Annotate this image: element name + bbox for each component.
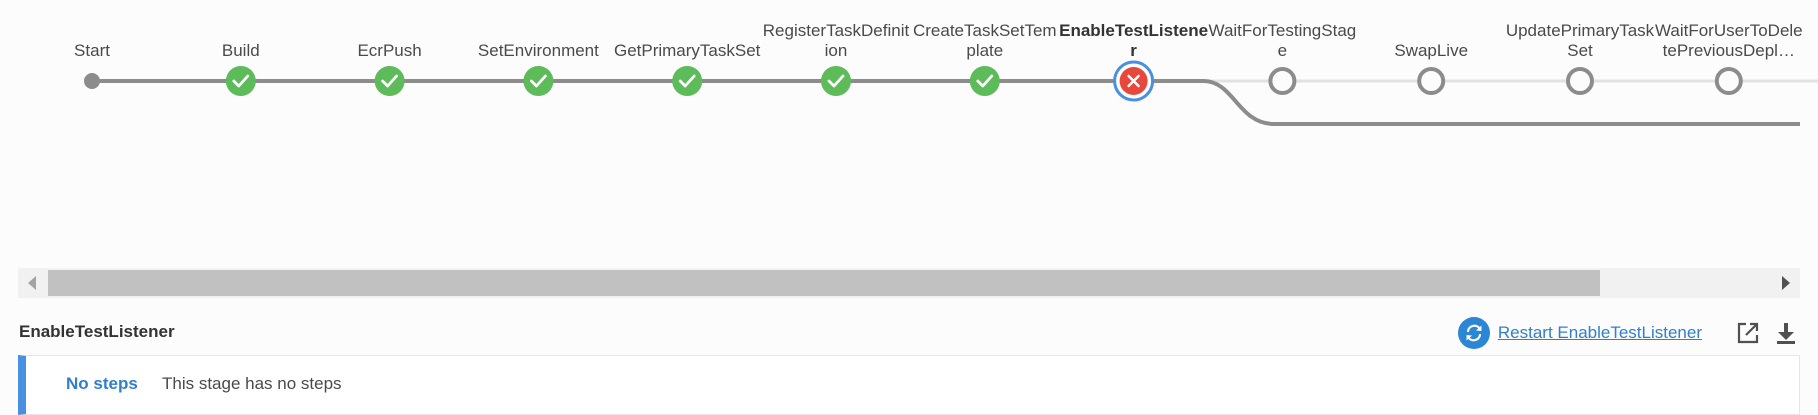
- check-icon: [678, 74, 696, 88]
- download-icon[interactable]: [1772, 319, 1800, 347]
- stage-node-updateprimarytaskset[interactable]: [1566, 67, 1594, 95]
- stage-node-setenvironment[interactable]: [523, 66, 554, 96]
- stage-steps-panel: No steps This stage has no steps: [18, 355, 1800, 415]
- branch-track: [1133, 79, 1800, 126]
- stage-node-enabletestlistener[interactable]: [1113, 60, 1155, 102]
- stage-label-delete[interactable]: Dele: [1803, 41, 1818, 61]
- stage-node-createtasksettemplate[interactable]: [969, 66, 1000, 96]
- scrollbar-thumb[interactable]: [48, 270, 1600, 296]
- pipeline-graph: Start Build EcrPush SetEnvironment GetPrimar…: [74, 21, 1818, 126]
- stage-node-build[interactable]: [225, 66, 256, 96]
- stage-node-start[interactable]: [84, 73, 100, 89]
- check-icon: [976, 74, 994, 88]
- stage-node-ecrpush[interactable]: [374, 66, 405, 96]
- stage-label-enabletestlistener[interactable]: EnableTestListener: [1059, 21, 1209, 60]
- check-icon: [530, 74, 547, 88]
- stage-node-swaplive[interactable]: [1417, 67, 1446, 95]
- stage-node-registertaskdefinition[interactable]: [821, 66, 851, 96]
- stage-label-ecrpush[interactable]: EcrPush: [357, 41, 422, 60]
- check-icon: [381, 74, 398, 88]
- stage-label-waitforusertodeletepreviousdeployment[interactable]: WaitForUserToDeletePreviousDepl…: [1654, 21, 1803, 60]
- stage-node-getprimarytaskset[interactable]: [672, 66, 703, 96]
- stage-label-waitfortestingstage[interactable]: WaitForTestingStage: [1208, 21, 1357, 60]
- stage-actions: Restart EnableTestListener: [1457, 316, 1800, 350]
- stage-detail-title: EnableTestListener: [19, 322, 175, 341]
- stage-label-start[interactable]: Start: [74, 41, 110, 60]
- scroll-right-arrow-icon[interactable]: [1770, 268, 1800, 298]
- open-external-icon[interactable]: [1734, 319, 1762, 347]
- stage-label-getprimarytaskset[interactable]: GetPrimaryTaskSet: [613, 41, 761, 60]
- stage-label-createtasksettemplate[interactable]: CreateTaskSetTemplate: [912, 21, 1057, 60]
- stage-label-build[interactable]: Build: [221, 41, 260, 60]
- stage-label-swaplive[interactable]: SwapLive: [1394, 41, 1469, 60]
- scroll-left-arrow-icon[interactable]: [18, 268, 48, 298]
- cross-icon: [1127, 74, 1140, 88]
- pipeline-svg: [84, 60, 1818, 126]
- stage-label-registertaskdefinition[interactable]: RegisterTaskDefinition: [762, 21, 910, 60]
- check-icon: [827, 74, 845, 88]
- stage-node-waitfortestingstage[interactable]: [1268, 67, 1297, 95]
- stage-label-updateprimarytaskset[interactable]: UpdatePrimaryTaskSet: [1505, 21, 1655, 60]
- no-steps-label: No steps: [66, 374, 138, 393]
- restart-icon[interactable]: [1457, 317, 1490, 349]
- restart-stage-link[interactable]: Restart EnableTestListener: [1497, 323, 1702, 342]
- stage-node-waitforusertodeletepreviousdeployment[interactable]: [1714, 67, 1743, 95]
- stage-label-setenvironment[interactable]: SetEnvironment: [477, 41, 599, 60]
- horizontal-scrollbar[interactable]: [18, 268, 1800, 298]
- check-icon: [232, 74, 250, 88]
- no-steps-message: This stage has no steps: [162, 374, 342, 393]
